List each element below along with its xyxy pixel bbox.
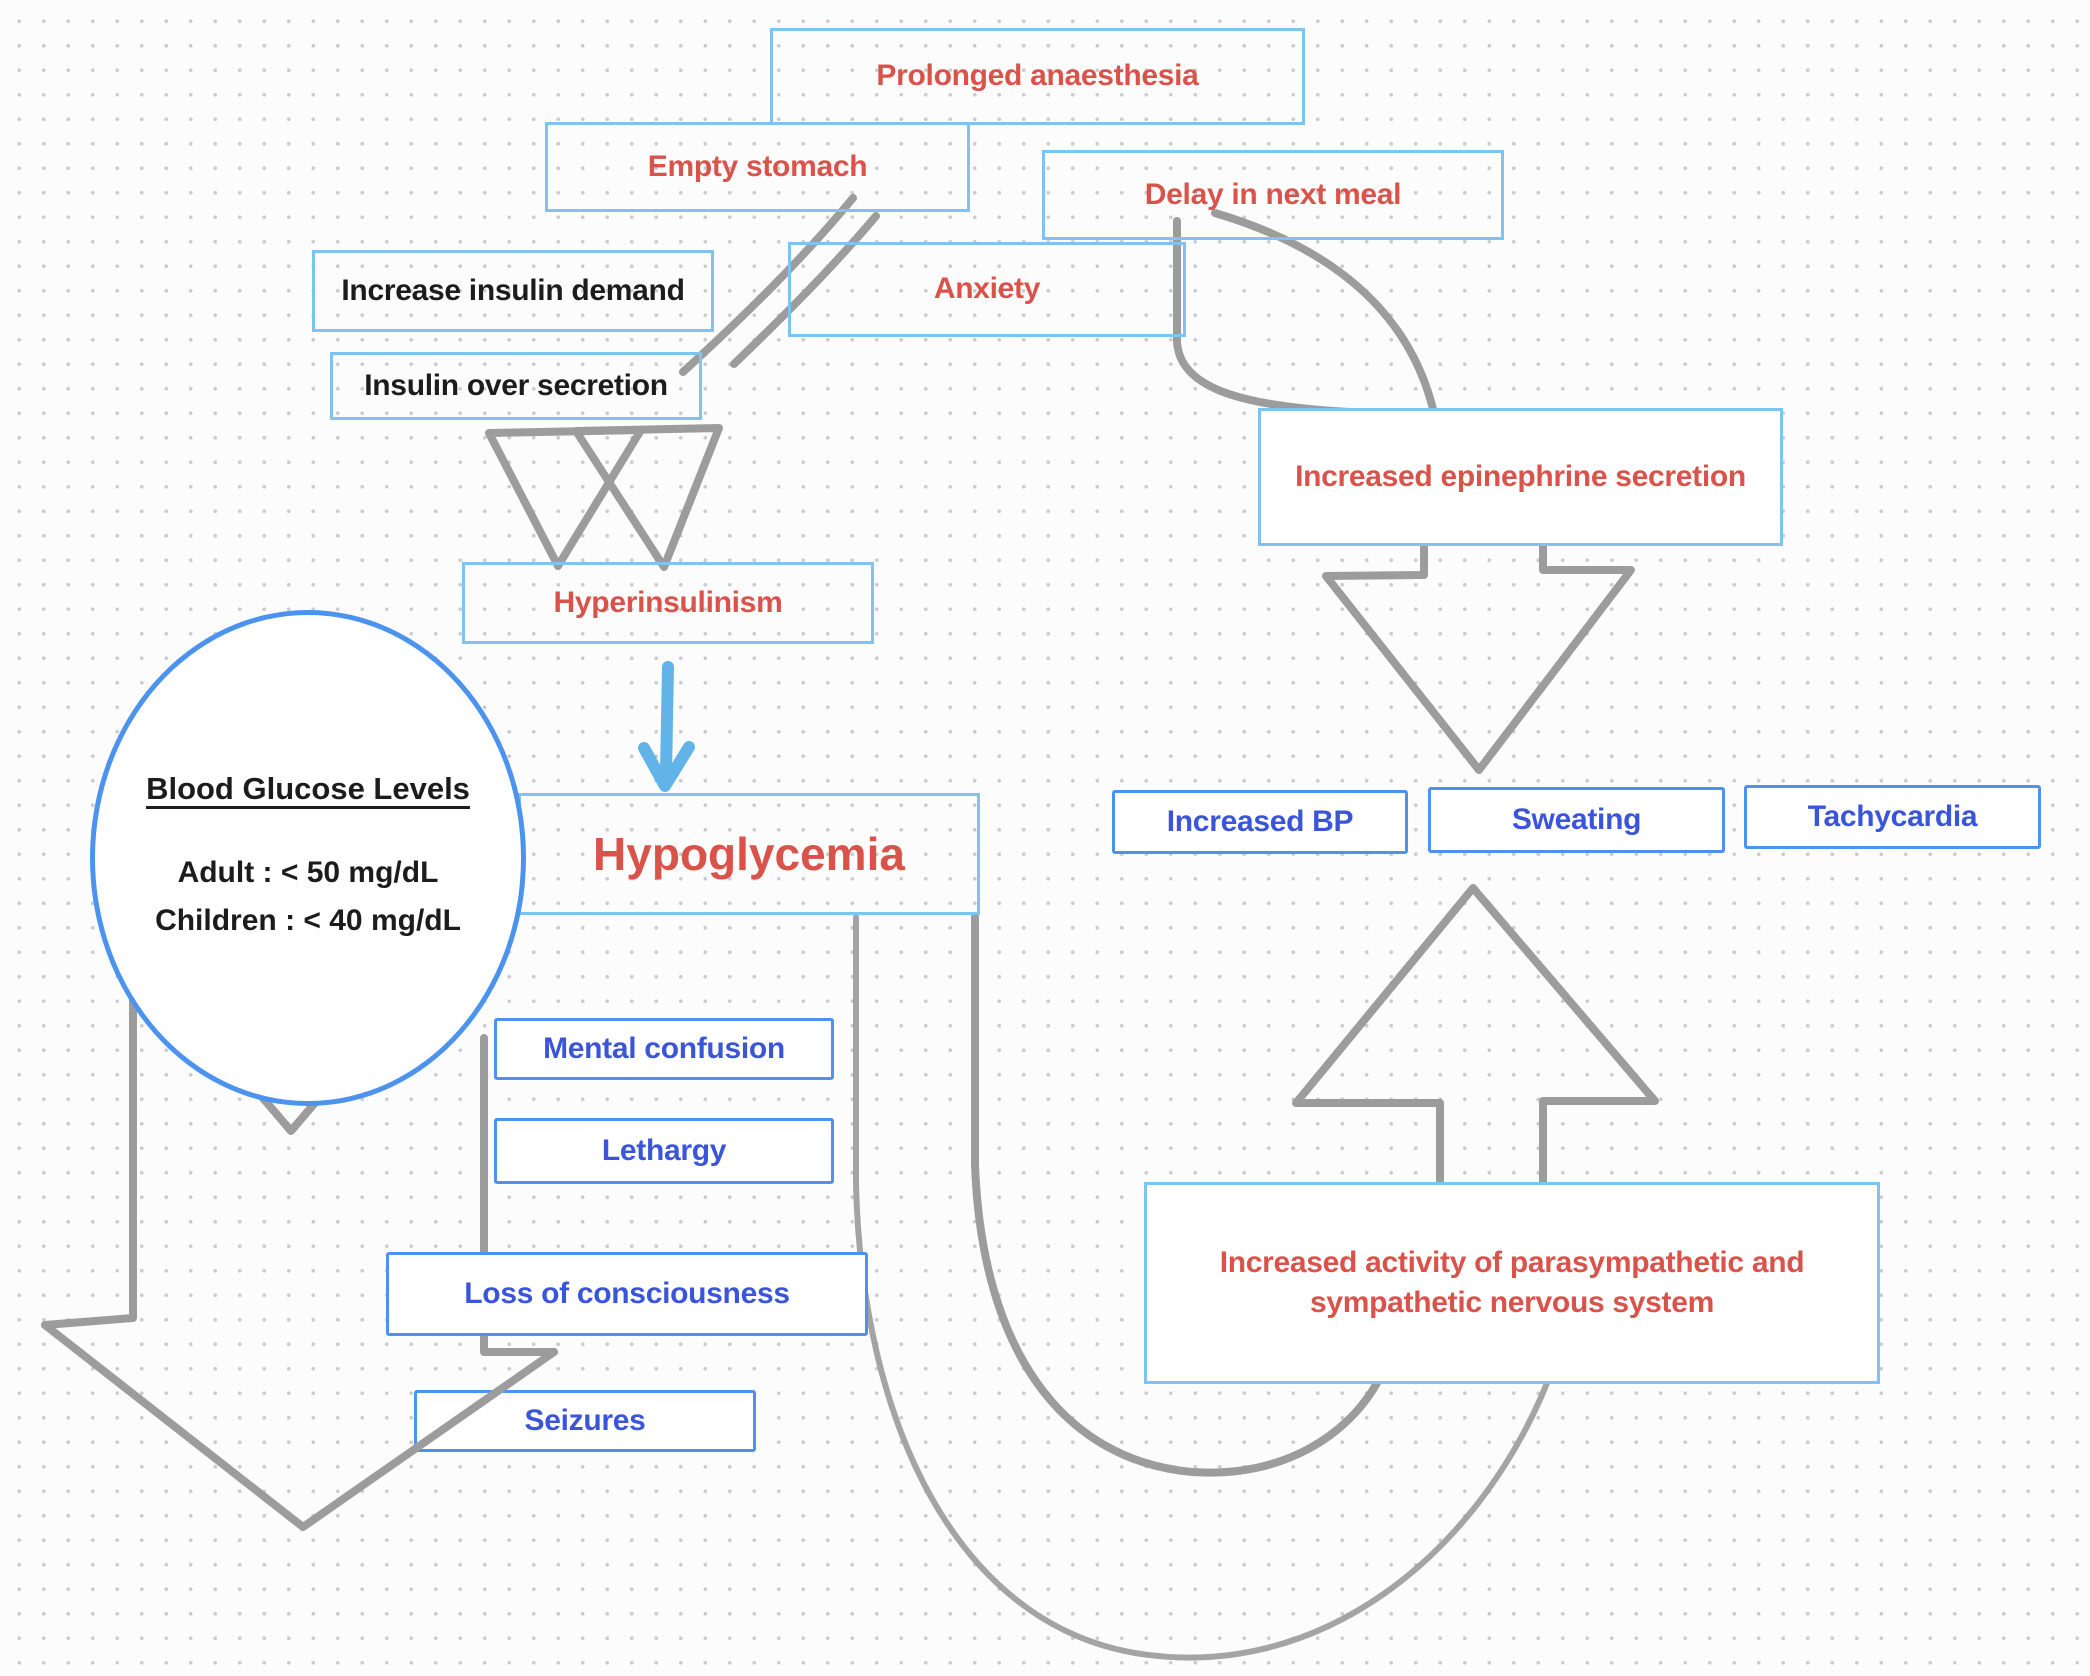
- arrow-left-block-shaft-left: [41, 986, 137, 1329]
- arrowhead-insulin-secretion-to-hyperinsulinism: [485, 426, 645, 570]
- node-tachycardia[interactable]: Tachycardia: [1744, 785, 2041, 849]
- arrow-activity-to-sweating-up: [1292, 884, 1659, 1194]
- arrow-hyperinsulinism-to-hypoglycemia-shaft: [660, 661, 674, 778]
- node-hyperinsulinism[interactable]: Hyperinsulinism: [462, 562, 874, 644]
- node-loss-of-consciousness[interactable]: Loss of consciousness: [386, 1252, 868, 1336]
- arrow-hyperinsulinism-to-hypoglycemia-head: [638, 741, 695, 792]
- node-increased-epinephrine-secretion[interactable]: Increased epinephrine secretion: [1258, 408, 1783, 546]
- node-prolonged-anaesthesia[interactable]: Prolonged anaesthesia: [770, 28, 1305, 125]
- blood-glucose-title: Blood Glucose Levels: [146, 771, 470, 806]
- node-increase-insulin-demand[interactable]: Increase insulin demand: [312, 250, 714, 332]
- node-increased-bp[interactable]: Increased BP: [1112, 790, 1408, 854]
- node-empty-stomach[interactable]: Empty stomach: [545, 122, 970, 212]
- arrow-delay-to-epinephrine-outer: [1211, 209, 1437, 413]
- node-lethargy[interactable]: Lethargy: [494, 1118, 834, 1184]
- arrow-anxiety-to-epinephrine-inner: [1173, 217, 1353, 416]
- arrow-epinephrine-to-sweating-down: [1322, 542, 1635, 774]
- blood-glucose-children-value: Children : < 40 mg/dL: [155, 904, 461, 937]
- node-insulin-over-secretion[interactable]: Insulin over secretion: [330, 352, 702, 420]
- blood-glucose-adult-value: Adult : < 50 mg/dL: [177, 856, 439, 889]
- node-blood-glucose-levels[interactable]: Blood Glucose Levels Adult : < 50 mg/dL …: [90, 610, 526, 1106]
- node-seizures[interactable]: Seizures: [414, 1390, 756, 1452]
- node-mental-confusion[interactable]: Mental confusion: [494, 1018, 834, 1080]
- node-delay-in-next-meal[interactable]: Delay in next meal: [1042, 150, 1504, 240]
- node-increased-ans-activity[interactable]: Increased activity of parasympathetic an…: [1144, 1182, 1880, 1384]
- node-hypoglycemia[interactable]: Hypoglycemia: [518, 793, 980, 915]
- arrowhead-empty-stomach-to-hyperinsulinism: [572, 424, 723, 571]
- node-anxiety[interactable]: Anxiety: [788, 242, 1186, 337]
- node-sweating[interactable]: Sweating: [1428, 787, 1725, 853]
